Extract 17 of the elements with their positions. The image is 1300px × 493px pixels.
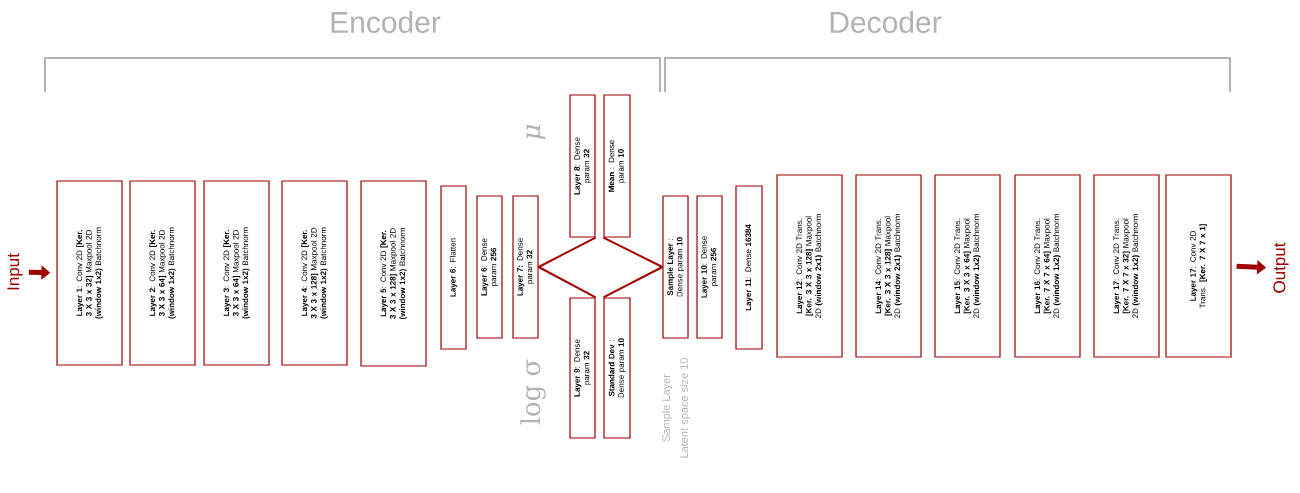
io-label: Output bbox=[1273, 242, 1289, 293]
layer-box: Layer 11: Dense 16384 bbox=[735, 185, 763, 350]
connector-line bbox=[537, 266, 597, 299]
layer-box: Layer 10: Dense param 256 bbox=[696, 195, 723, 339]
io-label: Input bbox=[7, 253, 23, 290]
connector-line bbox=[602, 266, 664, 299]
connector-line bbox=[602, 236, 664, 268]
connector-line bbox=[537, 236, 597, 268]
section-heading: Encoder bbox=[331, 11, 441, 33]
section-heading: Decoder bbox=[830, 11, 942, 33]
greek-symbol: log σ bbox=[520, 359, 546, 425]
greek-symbol: μ bbox=[526, 124, 546, 140]
layer-box: Layer 7: Dense param 32 bbox=[512, 195, 539, 339]
layer-box: Standard Dev : Dense param 10 bbox=[603, 297, 631, 439]
note-text: Sample Layer bbox=[661, 374, 673, 442]
note-text: Latent space size 10 bbox=[679, 358, 691, 458]
layer-box: Layer 6: Flatten bbox=[440, 185, 467, 350]
